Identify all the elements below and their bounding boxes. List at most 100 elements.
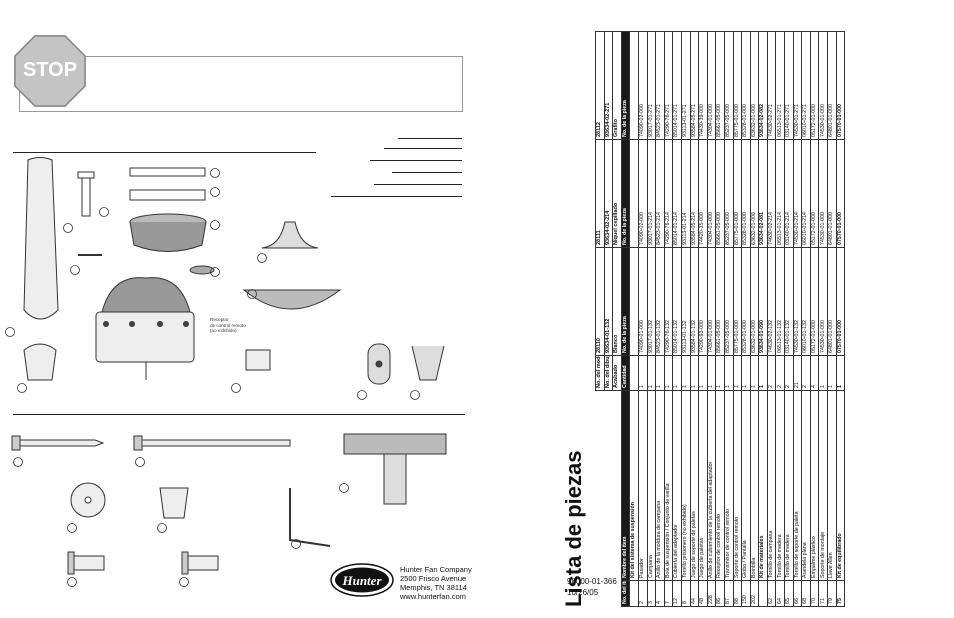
part-number: 03140-01-132: [784, 247, 794, 356]
item-number: 12: [672, 580, 682, 607]
item-name: Cubierta del adaptador: [672, 390, 682, 581]
header-value: 28110: [595, 247, 605, 356]
part-number: 74420-35-000: [698, 139, 708, 248]
company-name: Hunter Fan Company: [400, 565, 472, 574]
part-number: 06010-01-132: [801, 247, 811, 356]
divider-middle: [13, 414, 465, 415]
part-number: 93584-05-271: [690, 31, 699, 140]
part-number: 93017-01-132: [647, 247, 656, 356]
bolt-icon: [133, 435, 143, 451]
header-spacer: [596, 391, 605, 607]
item-quantity: 1: [698, 355, 708, 391]
item-name: Llave Allen: [827, 390, 837, 581]
item-name: Receptor de control remoto: [715, 390, 725, 581]
part-number: 84523-01-132: [655, 247, 665, 356]
part-number: 85237-05-000: [724, 247, 733, 356]
doc-date: 10/26/05: [567, 588, 599, 597]
item-number: 68: [801, 580, 811, 607]
item-number: 75: [836, 580, 845, 607]
item-quantity: 2: [801, 355, 811, 391]
item-quantity: 1: [681, 355, 691, 391]
header-spacer: [604, 391, 613, 607]
part-number: 03140-01-214: [784, 139, 794, 248]
item-name: Tornillo de soporte de paleta: [793, 390, 802, 581]
item-quantity: 1: [638, 355, 648, 391]
item-number: 71: [818, 580, 828, 607]
item-number: 44: [690, 580, 699, 607]
column-header-qty: Cantidad: [621, 355, 630, 391]
item-name: Juego de paletas: [698, 390, 708, 581]
item-number: 7: [664, 580, 673, 607]
item-number: 48: [698, 580, 708, 607]
part-number: 63632-01-000: [750, 31, 759, 140]
part-number: 85014-01-132: [672, 247, 682, 356]
item-name: Bombilla: [750, 390, 759, 581]
item-quantity: 1: [758, 355, 768, 391]
blade-icon: [23, 157, 59, 320]
parts-illustrations-upper: [5, 157, 445, 400]
part-number: 07570-01-000: [836, 31, 845, 140]
mounting-bracket-icon: [343, 433, 447, 455]
allen-key-icon: [289, 488, 331, 547]
bracket-bar-icon: [129, 167, 206, 177]
item-name: Pasador: [638, 390, 648, 581]
hunter-logo-text: Hunter: [342, 573, 382, 588]
parts-illustrations-lower: [11, 433, 447, 587]
item-name: Bola de suspensión / Conjunto de varilla: [664, 390, 673, 581]
company-web[interactable]: www.hunterfan.com: [400, 592, 466, 601]
item-quantity: 2: [784, 355, 794, 391]
part-number: 85661-05-000: [715, 247, 725, 356]
table-header-row: No. del dibujo de montaje93634-01-132936…: [604, 31, 613, 607]
stop-sign-overlay-icon: [14, 35, 86, 107]
item-quantity: 1: [827, 355, 837, 391]
part-number: 05172-01-000: [810, 139, 819, 248]
part-number: 74304-01-000: [707, 247, 716, 356]
part-number: 06010-01-214: [801, 139, 811, 248]
item-quantity: 1: [750, 355, 759, 391]
item-name: Anillo de cubrimiento de la cubierta del…: [707, 390, 716, 581]
item-number: 150: [741, 580, 751, 607]
hunter-logo-icon: [330, 563, 394, 597]
item-number: 64: [775, 580, 785, 607]
part-number: [629, 139, 639, 248]
part-number: 74530-01-214: [793, 139, 802, 248]
item-number: 3: [647, 580, 656, 607]
header-value: Blanco: [612, 247, 622, 356]
item-name: Soporte de montaje: [818, 390, 828, 581]
part-number: 93017-01-271: [647, 31, 656, 140]
item-quantity: 2: [767, 355, 776, 391]
part-number: 06513-01-271: [775, 31, 785, 140]
part-number: 85328-01-000: [741, 139, 751, 248]
table-row: Kit del sistema de suspensión: [629, 31, 639, 607]
part-number: 07570-01-000: [836, 247, 845, 356]
pin-icon: [77, 171, 95, 179]
header-value: 93634-02-271: [604, 31, 613, 140]
part-number: 64801-01-000: [827, 31, 837, 140]
part-number: 85661-05-000: [715, 139, 725, 248]
item-name: Juego de soporte de paletas: [690, 390, 699, 581]
item-number: 4: [655, 580, 665, 607]
item-name: Globo / Pantalla: [741, 390, 751, 581]
item-number: 2: [638, 580, 648, 607]
item-quantity: 1: [715, 355, 725, 391]
parts-table-body: No. del modelo281102811128112No. del dib…: [595, 31, 845, 607]
part-number: 84523-01-214: [655, 139, 665, 248]
part-number: 74290-76-132: [664, 247, 673, 356]
stop-text: STOP: [22, 59, 78, 81]
header-value: 93634-02-214: [604, 139, 613, 248]
item-name: Kit de equilibrado: [836, 390, 845, 581]
part-number: 06010-01-271: [801, 31, 811, 140]
